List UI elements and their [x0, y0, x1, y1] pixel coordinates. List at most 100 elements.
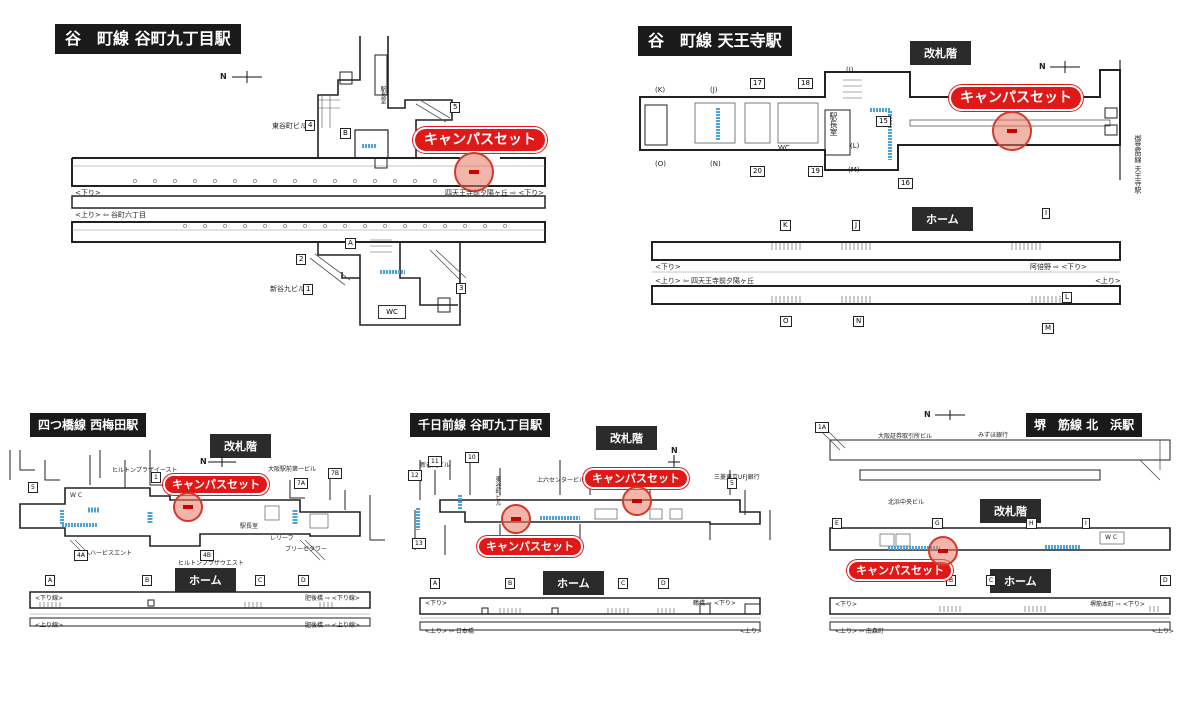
wc-label: W C — [70, 492, 83, 499]
direction-down-right: 肥後橋 ⇨ <下り線> — [305, 595, 360, 602]
station-office-label: 駅長室 — [829, 112, 838, 136]
direction-up-right: <上り> — [1152, 628, 1175, 635]
campus-set-location-marker-2 — [501, 504, 531, 534]
exit-M-platform: M — [1042, 323, 1055, 334]
breeze-tower: ブリーゼタワー — [285, 546, 328, 553]
station-map-2 — [639, 60, 1121, 305]
direction-down-right: 阿倍野 ⇨ <下り> — [1030, 263, 1088, 271]
panel-title: 千日前線 谷町九丁目駅 — [410, 413, 551, 437]
exit-5: 5 — [450, 102, 461, 113]
floor-label-platform: ホーム — [175, 568, 236, 592]
floor-label-platform: ホーム — [543, 571, 604, 595]
direction-up-right: <上り> — [1095, 277, 1121, 285]
exit-C: C — [255, 575, 266, 586]
station-map-5 — [819, 410, 1171, 631]
panel-title: 谷 町線 谷町九丁目駅 — [55, 24, 241, 54]
direction-up-right: 肥後橋 ⇨ <上り線> — [305, 622, 360, 629]
exit-O-concourse: (O) — [655, 160, 666, 168]
osaka-ekimae-building: 大阪駅前第一ビル — [268, 466, 317, 473]
floor-label-platform: ホーム — [990, 569, 1051, 593]
exit-M-concourse: (M) — [848, 166, 860, 174]
campus-set-label: キャンパスセット — [847, 560, 953, 581]
campus-set-location-marker — [622, 486, 652, 516]
exit-D: D — [658, 578, 669, 589]
direction-up-right: <上り> — [740, 628, 763, 635]
exit-L-platform: L — [1062, 292, 1072, 303]
wc-label: WC — [778, 144, 790, 152]
exit-A: A — [430, 578, 441, 589]
panel-kitahama: 堺 筋線 北 浜駅 改札階 ホーム N みずほ銀行 大阪証券取引所ビル 北浜中央… — [800, 400, 1200, 707]
relief-label: レリーフ — [270, 535, 294, 542]
exit-20: 20 — [750, 166, 765, 177]
direction-down-destination: 四天王寺前夕陽ヶ丘 ⇨ <下り> — [445, 189, 545, 197]
exit-H: H — [1026, 518, 1037, 529]
direction-up-left: <上り> ⇦ 四天王寺前夕陽ヶ丘 — [655, 277, 755, 285]
exit-1: 1 — [151, 472, 161, 483]
panel-nishi-umeda: 四つ橋線 西梅田駅 改札階 ホーム N ヒルトンプラザイースト 大阪駅前第一ビル… — [0, 400, 400, 707]
north-label: N — [200, 457, 207, 466]
direction-down-right: 堺筋本町 ⇨ <下り> — [1090, 601, 1145, 608]
exit-3: 3 — [456, 283, 467, 294]
exit-4A: 4A — [74, 550, 88, 561]
exit-C: C — [986, 575, 997, 586]
mufg-bank: 三菱東京UFJ銀行 — [714, 472, 760, 481]
exit-O-platform: O — [780, 316, 792, 327]
exit-18: 18 — [798, 78, 813, 89]
exit-5: 5 — [28, 482, 38, 493]
campus-set-location-marker — [454, 152, 494, 192]
mizuho-bank: みずほ銀行 — [978, 432, 1009, 439]
campus-set-location-marker — [928, 536, 958, 566]
north-label: N — [671, 446, 678, 455]
exit-C: C — [618, 578, 629, 589]
north-label: N — [220, 72, 227, 81]
panel-tennoji-tanimachi: 谷 町線 天王寺駅 改札階 ホーム N 駅長室 WC 御堂筋 — [600, 0, 1200, 350]
midosuji-line-label: 御堂筋線 天王寺駅 — [1134, 135, 1142, 194]
exit-J-platform: J — [852, 220, 861, 231]
exit-K-platform: K — [780, 220, 791, 231]
exit-15: 15 — [876, 116, 891, 127]
exit-A: A — [45, 575, 56, 586]
campus-set-label: キャンパスセット — [163, 474, 269, 495]
exit-I-concourse: (I) — [846, 66, 854, 74]
exit-L-concourse: (L) — [850, 142, 860, 150]
north-label: N — [924, 410, 931, 419]
exit-1: 1 — [303, 284, 314, 295]
exit-B: B — [505, 578, 516, 589]
exit-7B: 7B — [328, 468, 342, 479]
station-map-1 — [71, 36, 546, 326]
hilton-plaza-east: ヒルトンプラザイースト — [112, 467, 178, 474]
exit-17: 17 — [750, 78, 765, 89]
panel-title: 四つ橋線 西梅田駅 — [30, 413, 147, 437]
exit-11: 11 — [428, 456, 442, 467]
exit-7A: 7A — [294, 478, 308, 489]
hilton-plaza-west: ヒルトンプラザウエスト — [178, 560, 244, 567]
exit-1A: 1A — [815, 422, 829, 433]
panel-title: 谷 町線 天王寺駅 — [638, 26, 792, 56]
north-label: N — [1039, 62, 1046, 71]
direction-up-left: <上り> ⇦ 日本橋 — [425, 628, 474, 635]
exit-4: 4 — [305, 120, 316, 131]
exit-19: 19 — [808, 166, 823, 177]
uehommachi-center-building: 上六センタービル — [537, 477, 586, 484]
exit-I-platform: I — [1042, 208, 1051, 219]
building-shintanikyu: 新谷九ビル — [270, 285, 305, 293]
building-higashi-tanimachi: 東谷町ビル — [494, 476, 501, 506]
campus-set-location-marker — [173, 492, 203, 522]
panel-tanimachi-kyuchome-tanimachi: 谷 町線 谷町九丁目駅 N <下り> 四天王寺前夕陽ヶ丘 — [0, 0, 600, 350]
station-office-label: 駅長室 — [240, 523, 259, 530]
exit-12: 12 — [408, 470, 422, 481]
exit-B: B — [142, 575, 153, 586]
floor-label-ticket: 改札階 — [210, 434, 271, 458]
direction-down-left: <下り> — [425, 600, 448, 607]
exit-N-platform: N — [853, 316, 865, 327]
campus-set-label: キャンパスセット — [413, 127, 547, 153]
station-map-3 — [9, 450, 385, 627]
exit-B: B — [340, 128, 351, 139]
direction-down-left: <下り> — [835, 601, 858, 608]
panel-title: 堺 筋線 北 浜駅 — [1026, 413, 1143, 437]
building-higashi-tanimachi: 東谷町ビル — [272, 122, 307, 130]
campus-set-label-2: キャンパスセット — [477, 536, 583, 557]
exit-A: A — [345, 238, 356, 249]
direction-down-left: <下り線> — [35, 595, 64, 602]
herbis-ent: ハービスエント — [90, 550, 133, 557]
